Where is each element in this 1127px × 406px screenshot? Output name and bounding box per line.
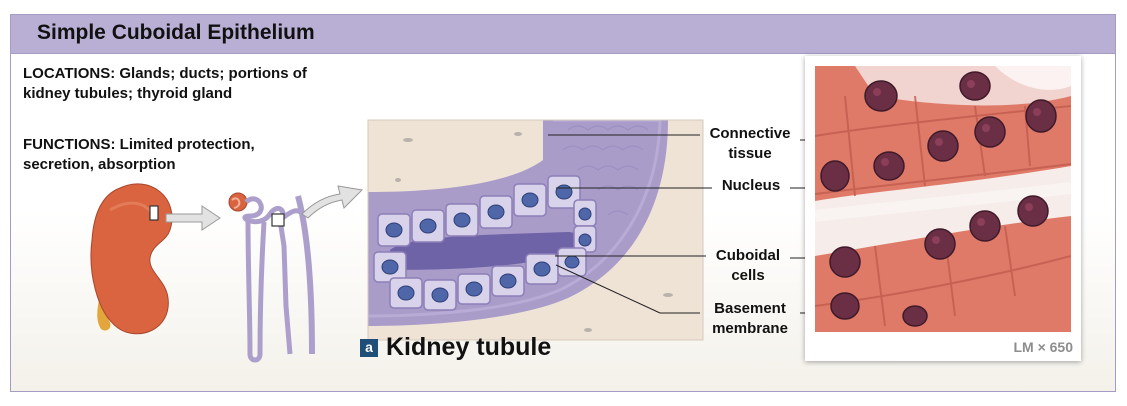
label-nucleus: Nucleus — [721, 177, 781, 194]
locations-text: LOCATIONS: Glands; ducts; portions of ki… — [23, 65, 307, 102]
label-connective-tissue: Connective tissue — [700, 124, 800, 164]
kidney-tubule-illustration — [367, 119, 704, 341]
label-cuboidal-cells-line2: cells — [731, 267, 765, 284]
micrograph-card: LM × 650 — [805, 56, 1081, 361]
figure-caption: Kidney tubule — [386, 333, 552, 361]
panel-header: Simple Cuboidal Epithelium — [11, 15, 1115, 54]
label-cuboidal-cells-line1: Cuboidal — [715, 247, 781, 264]
zoom-arrow-2 — [301, 185, 364, 219]
label-connective-tissue-line1: Connective — [709, 125, 791, 142]
figure-letter-badge: a — [360, 339, 378, 357]
nephron-illustration — [228, 192, 315, 363]
panel-title: Simple Cuboidal Epithelium — [37, 21, 315, 44]
label-cuboidal-cells: Cuboidal cells — [706, 246, 790, 286]
label-basement-membrane-line2: membrane — [712, 320, 788, 337]
label-basement-membrane-line1: Basement — [714, 300, 786, 317]
label-basement-membrane: Basement membrane — [700, 299, 800, 339]
magnification-label: LM × 650 — [1013, 339, 1073, 355]
functions-text: FUNCTIONS: Limited protection, secretion… — [23, 136, 255, 173]
zoom-arrow-1 — [165, 205, 221, 231]
label-connective-tissue-line2: tissue — [728, 145, 772, 162]
micrograph-image — [815, 66, 1071, 332]
kidney-illustration — [90, 183, 173, 335]
